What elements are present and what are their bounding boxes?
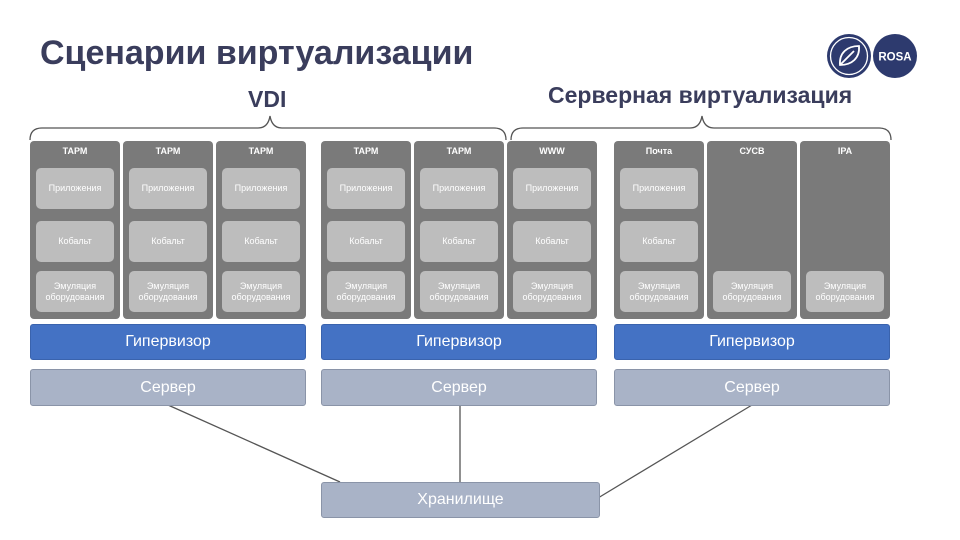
vm-component-kobalt: Кобальт bbox=[222, 221, 300, 262]
vm-title: Почта bbox=[645, 146, 673, 156]
hypervisor-bar: Гипервизор bbox=[321, 324, 597, 360]
vm-title: ТАРМ bbox=[62, 146, 88, 156]
vm-component-hw-emulation: Эмуляция оборудования bbox=[806, 271, 884, 312]
vm-box: СУСВ Эмуляция оборудования bbox=[707, 141, 797, 319]
rosa-logo: ROSA bbox=[827, 34, 917, 78]
page-title: Сценарии виртуализации bbox=[40, 34, 474, 72]
server-bar: Сервер bbox=[30, 369, 306, 406]
vm-component-apps: Приложения bbox=[620, 168, 698, 209]
link-server-3 bbox=[597, 404, 753, 499]
vm-component-hw-emulation: Эмуляция оборудования bbox=[129, 271, 207, 312]
vm-title: ТАРМ bbox=[155, 146, 181, 156]
vm-component-hw-emulation: Эмуляция оборудования bbox=[327, 271, 405, 312]
vm-component-kobalt: Кобальт bbox=[513, 221, 591, 262]
vm-title: ТАРМ bbox=[353, 146, 379, 156]
vm-component-hw-emulation: Эмуляция оборудования bbox=[713, 271, 791, 312]
vm-component-hw-emulation: Эмуляция оборудования bbox=[513, 271, 591, 312]
vm-component-kobalt: Кобальт bbox=[36, 221, 114, 262]
server-virt-brace bbox=[510, 115, 892, 141]
vdi-brace bbox=[29, 115, 507, 141]
vm-component-kobalt: Кобальт bbox=[327, 221, 405, 262]
rosa-logo-text: ROSA bbox=[878, 52, 911, 64]
group-label-vdi: VDI bbox=[248, 86, 287, 112]
vm-box: IPA Эмуляция оборудования bbox=[800, 141, 890, 319]
vm-component-kobalt: Кобальт bbox=[620, 221, 698, 262]
vm-component-apps: Приложения bbox=[420, 168, 498, 209]
vm-component-hw-emulation: Эмуляция оборудования bbox=[36, 271, 114, 312]
hypervisor-bar: Гипервизор bbox=[614, 324, 890, 360]
vm-title: WWW bbox=[539, 146, 565, 156]
vm-title: IPA bbox=[837, 146, 853, 156]
hypervisor-bar: Гипервизор bbox=[30, 324, 306, 360]
vm-title: ТАРМ bbox=[248, 146, 274, 156]
server-bar: Сервер bbox=[321, 369, 597, 406]
vm-component-apps: Приложения bbox=[36, 168, 114, 209]
link-server-1 bbox=[167, 404, 341, 483]
leaf-icon bbox=[839, 45, 860, 66]
server-bar: Сервер bbox=[614, 369, 890, 406]
vm-title: ТАРМ bbox=[446, 146, 472, 156]
vm-component-apps: Приложения bbox=[513, 168, 591, 209]
vm-title: СУСВ bbox=[739, 146, 765, 156]
vm-component-apps: Приложения bbox=[327, 168, 405, 209]
group-label-server-virtualization: Серверная виртуализация bbox=[548, 82, 853, 108]
vm-component-kobalt: Кобальт bbox=[129, 221, 207, 262]
vm-component-kobalt: Кобальт bbox=[420, 221, 498, 262]
vm-component-apps: Приложения bbox=[222, 168, 300, 209]
vm-component-hw-emulation: Эмуляция оборудования bbox=[620, 271, 698, 312]
vm-component-hw-emulation: Эмуляция оборудования bbox=[222, 271, 300, 312]
rosa-logo-circle bbox=[873, 34, 917, 78]
storage-bar: Хранилище bbox=[321, 482, 600, 518]
vm-component-hw-emulation: Эмуляция оборудования bbox=[420, 271, 498, 312]
vm-component-apps: Приложения bbox=[129, 168, 207, 209]
